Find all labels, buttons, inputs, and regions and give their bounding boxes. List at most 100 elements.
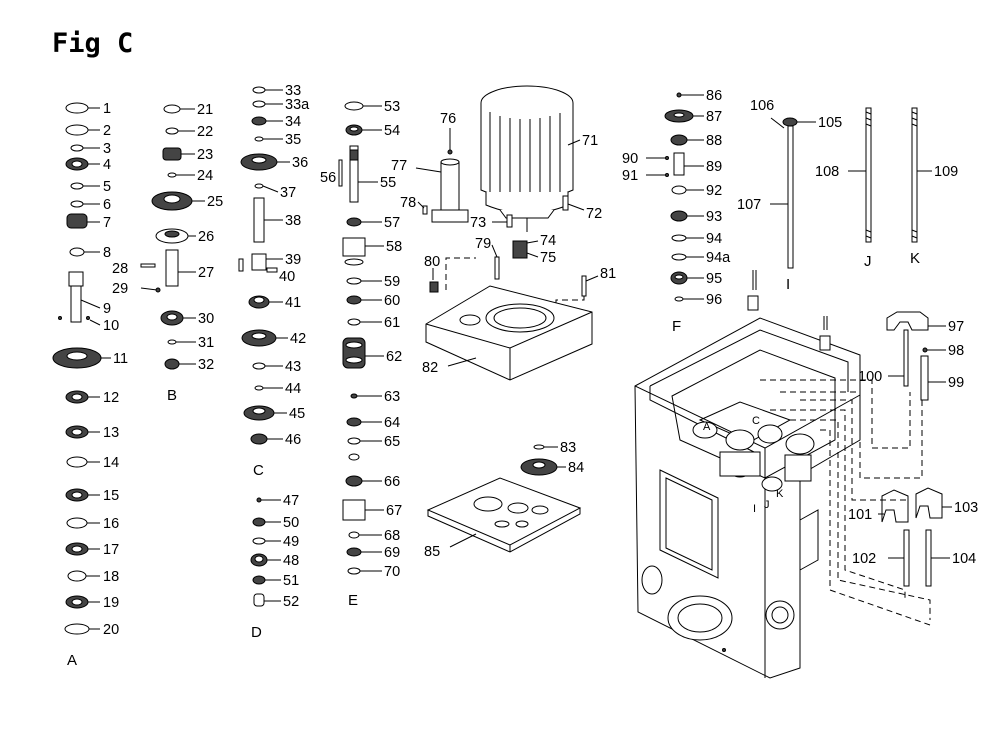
label-15: 15 — [103, 488, 119, 504]
part-107-rod — [787, 125, 794, 269]
part-39-hub — [251, 253, 267, 271]
housing-mark-c: C — [752, 415, 760, 427]
label-64: 64 — [384, 415, 400, 431]
label-21: 21 — [197, 102, 213, 118]
label-1: 1 — [103, 101, 111, 117]
label-50: 50 — [283, 515, 299, 531]
part-58-clutch — [342, 237, 366, 257]
label-34: 34 — [285, 114, 301, 130]
label-69: 69 — [384, 545, 400, 561]
part-101-fork — [881, 489, 909, 523]
label-79: 79 — [475, 236, 491, 252]
column-label-i: I — [786, 276, 790, 293]
label-108: 108 — [815, 164, 839, 180]
label-94a: 94a — [706, 250, 731, 266]
label-24: 24 — [197, 168, 213, 184]
label-77: 77 — [391, 158, 407, 174]
part-74-gear — [512, 240, 528, 259]
column-label-d: D — [251, 624, 262, 641]
label-42: 42 — [290, 331, 306, 347]
label-52: 52 — [283, 594, 299, 610]
label-3: 3 — [103, 141, 111, 157]
label-9: 9 — [103, 301, 111, 317]
label-51: 51 — [283, 573, 299, 589]
part-82-plate — [425, 285, 593, 381]
label-93: 93 — [706, 209, 722, 225]
motor-plate-group: 76 77 78 71 72 73 79 74 75 80 81 82 83 8… — [391, 85, 616, 560]
column-label-e: E — [348, 592, 358, 609]
label-83: 83 — [560, 440, 576, 456]
column-label-c: C — [253, 462, 264, 479]
label-47: 47 — [283, 493, 299, 509]
gearbox-housing: A C I J K — [634, 270, 931, 679]
label-43: 43 — [285, 359, 301, 375]
label-28: 28 — [112, 261, 128, 277]
part-99-rod — [920, 355, 929, 401]
shift-forks-group: 97 98 99 100 101 103 102 104 — [848, 311, 978, 587]
label-31: 31 — [198, 335, 214, 351]
label-84: 84 — [568, 460, 584, 476]
label-78: 78 — [400, 195, 416, 211]
label-70: 70 — [384, 564, 400, 580]
label-41: 41 — [285, 295, 301, 311]
label-32: 32 — [198, 357, 214, 373]
label-48: 48 — [283, 553, 299, 569]
label-106: 106 — [750, 98, 774, 114]
part-55-shaft — [349, 145, 359, 203]
label-35: 35 — [285, 132, 301, 148]
part-100-rod — [903, 329, 909, 387]
label-46: 46 — [285, 432, 301, 448]
label-29: 29 — [112, 281, 128, 297]
column-label-j: J — [864, 253, 872, 270]
part-71-motor — [480, 103, 574, 201]
label-30: 30 — [198, 311, 214, 327]
column-b-group: 21 22 23 24 25 26 27 28 29 30 31 32 B — [112, 102, 223, 404]
label-59: 59 — [384, 274, 400, 290]
column-label-k: K — [910, 250, 920, 267]
label-104: 104 — [952, 551, 976, 567]
column-label-b: B — [167, 387, 177, 404]
part-77-shaft — [440, 161, 460, 211]
label-33: 33 — [285, 83, 301, 99]
label-18: 18 — [103, 569, 119, 585]
label-65: 65 — [384, 434, 400, 450]
label-57: 57 — [384, 215, 400, 231]
label-92: 92 — [706, 183, 722, 199]
label-94: 94 — [706, 231, 722, 247]
label-56: 56 — [320, 170, 336, 186]
label-33a: 33a — [285, 97, 310, 113]
label-67: 67 — [386, 503, 402, 519]
housing-mark-j: J — [764, 499, 770, 511]
label-80: 80 — [424, 254, 440, 270]
label-98: 98 — [948, 343, 964, 359]
label-20: 20 — [103, 622, 119, 638]
label-39: 39 — [285, 252, 301, 268]
label-45: 45 — [289, 406, 305, 422]
label-8: 8 — [103, 245, 111, 261]
label-101: 101 — [848, 507, 872, 523]
column-a-group: 1 2 3 4 5 6 7 8 9 10 11 12 13 14 15 16 1… — [52, 101, 128, 669]
part-108-rod — [865, 107, 872, 243]
label-63: 63 — [384, 389, 400, 405]
column-c-group: 33 33a 34 35 36 37 38 39 40 41 42 43 44 … — [238, 83, 310, 479]
column-f-group: 86 87 88 89 90 91 92 93 94 94a 95 96 F — [622, 88, 731, 335]
part-9-shaft — [68, 271, 84, 287]
label-81: 81 — [600, 266, 616, 282]
label-74: 74 — [540, 233, 556, 249]
label-99: 99 — [948, 375, 964, 391]
part-7-gear — [66, 213, 88, 229]
column-label-f: F — [672, 318, 681, 335]
label-13: 13 — [103, 425, 119, 441]
label-37: 37 — [280, 185, 296, 201]
label-7: 7 — [103, 215, 111, 231]
label-6: 6 — [103, 197, 111, 213]
label-86: 86 — [706, 88, 722, 104]
label-87: 87 — [706, 109, 722, 125]
label-82: 82 — [422, 360, 438, 376]
part-27-shaft — [165, 249, 179, 287]
label-5: 5 — [103, 179, 111, 195]
label-49: 49 — [283, 534, 299, 550]
label-53: 53 — [384, 99, 400, 115]
part-85-plate — [426, 477, 582, 546]
part-97-fork — [886, 311, 929, 331]
